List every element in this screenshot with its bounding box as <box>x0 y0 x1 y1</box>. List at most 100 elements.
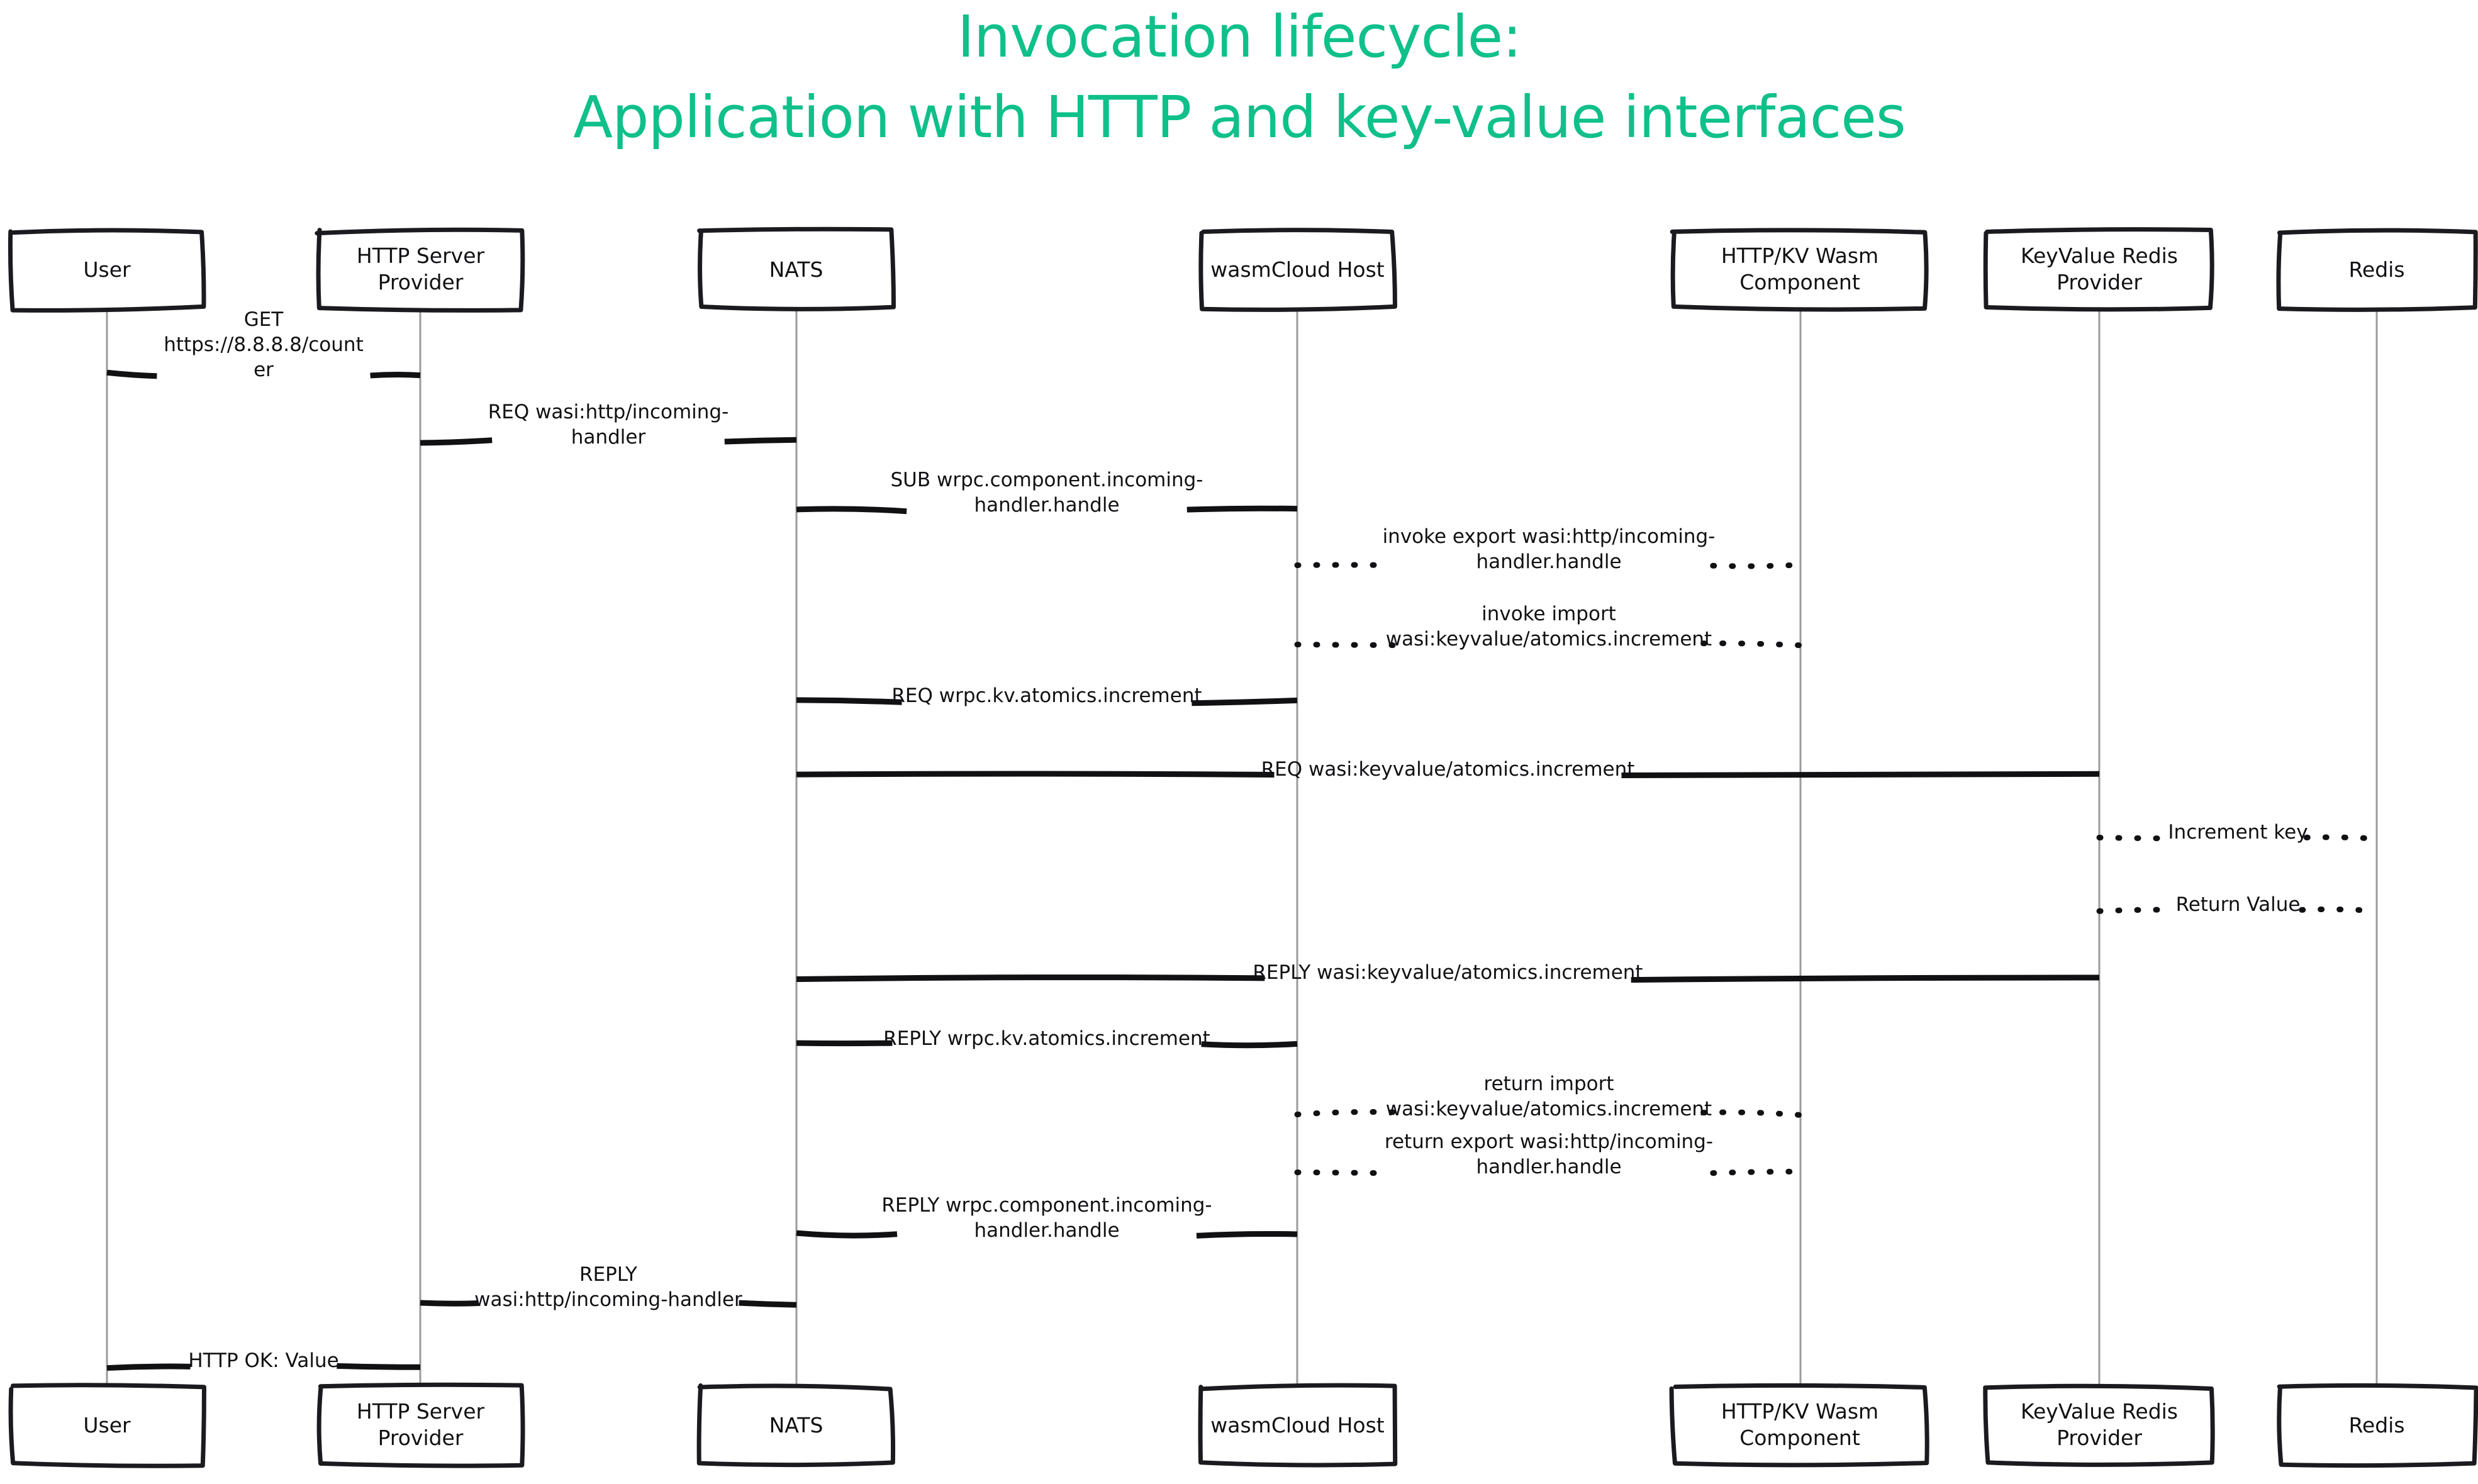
message-line-left-m14 <box>796 1230 898 1239</box>
participant-box-host-top[interactable]: wasmCloud Host <box>1198 228 1397 312</box>
message-m5: invoke import wasi:keyvalue/atomics.incre… <box>1294 603 1804 650</box>
message-line-right-m6 <box>1192 697 1298 706</box>
message-m14: REPLY wrpc.component.incoming-handler.ha… <box>796 1194 1298 1242</box>
message-label-m4-1: handler.handle <box>1476 550 1621 573</box>
message-label-m1-2: er <box>254 359 274 381</box>
message-label-m3-0: SUB wrpc.component.incoming- <box>891 469 1203 491</box>
message-line-left-m6 <box>796 697 902 705</box>
diagram-title: Invocation lifecycle: Application with H… <box>573 3 1906 151</box>
participant-box-nats-bottom[interactable]: NATS <box>696 1383 896 1468</box>
message-line-right-m4 <box>1710 562 1804 569</box>
message-m4: invoke export wasi:http/incoming-handler… <box>1294 525 1804 573</box>
message-m2: REQ wasi:http/incoming-handler <box>420 401 797 449</box>
message-line-right-m11 <box>1201 1040 1298 1049</box>
participant-box-outline-httpserver-top <box>315 227 525 313</box>
message-line-left-m1 <box>106 369 157 379</box>
message-m12: return import wasi:keyvalue/atomics.incre… <box>1294 1073 1804 1120</box>
message-line-right-m10 <box>1631 974 2100 983</box>
message-label-m5-1: wasi:keyvalue/atomics.increment <box>1386 628 1712 650</box>
participant-box-user-top[interactable]: User <box>8 228 206 313</box>
message-line-left-m10 <box>796 974 1265 983</box>
message-label-m15-1: wasi:http/incoming-handler <box>474 1288 742 1311</box>
participant-box-redis-top[interactable]: Redis <box>2276 228 2478 312</box>
message-line-right-m12 <box>1700 1109 1804 1118</box>
message-line-right-m1 <box>370 371 421 379</box>
participant-box-outline-nats-top <box>697 226 896 311</box>
message-label-m13-1: handler.handle <box>1476 1156 1621 1178</box>
participant-label-component-bottom-2: Component <box>1739 1425 1860 1450</box>
participant-box-outline-host-top <box>1198 228 1397 312</box>
message-line-right-m15 <box>739 1300 797 1308</box>
participant-box-outline-user-top <box>8 228 206 313</box>
message-line-right-m14 <box>1196 1230 1298 1239</box>
participant-label-httpserver-top-1: HTTP Server <box>357 243 485 268</box>
message-line-left-m9 <box>2096 907 2177 914</box>
message-m9: Return Value <box>2096 893 2380 916</box>
message-m6: REQ wrpc.kv.atomics.increment <box>796 684 1298 707</box>
participant-box-user-bottom[interactable]: User <box>8 1383 206 1468</box>
participant-box-outline-kvprovider-top <box>1983 227 2214 312</box>
message-line-left-m4 <box>1294 562 1388 569</box>
message-m10: REPLY wasi:keyvalue/atomics.increment <box>796 961 2100 984</box>
title-line-1: Invocation lifecycle: <box>957 3 1521 70</box>
message-line-left-m16 <box>106 1363 191 1371</box>
participant-box-outline-redis-top <box>2276 228 2478 312</box>
participant-label-component-top-1: HTTP/KV Wasm <box>1721 243 1878 268</box>
participant-label-user-bottom-1: User <box>83 1413 131 1437</box>
message-line-right-m5 <box>1700 640 1804 649</box>
message-m7: REQ wasi:keyvalue/atomics.increment <box>796 758 2100 781</box>
message-m8: Increment key <box>2096 821 2380 844</box>
message-line-right-m13 <box>1710 1168 1804 1176</box>
message-label-m1-0: GET <box>244 308 284 331</box>
message-label-m14-1: handler.handle <box>974 1219 1119 1242</box>
message-line-left-m11 <box>796 1040 893 1047</box>
participant-box-nats-top[interactable]: NATS <box>697 226 896 311</box>
participant-label-httpserver-top-2: Provider <box>378 270 464 294</box>
message-label-m12-0: return import <box>1484 1073 1614 1095</box>
participant-box-outline-host-bottom <box>1198 1383 1398 1468</box>
participant-label-kvprovider-bottom-1: KeyValue Redis <box>2021 1399 2178 1424</box>
message-label-m10-0: REPLY wasi:keyvalue/atomics.increment <box>1253 961 1643 984</box>
message-line-right-m7 <box>1621 771 2100 778</box>
participant-label-httpserver-bottom-1: HTTP Server <box>357 1399 485 1424</box>
participant-label-component-top-2: Component <box>1739 270 1860 294</box>
message-label-m14-0: REPLY wrpc.component.incoming- <box>881 1194 1212 1217</box>
message-label-m7-0: REQ wasi:keyvalue/atomics.increment <box>1261 758 1635 781</box>
message-m13: return export wasi:http/incoming-handler… <box>1294 1130 1804 1178</box>
participant-label-nats-bottom-1: NATS <box>769 1413 823 1437</box>
message-label-m16-0: HTTP OK: Value <box>188 1349 338 1372</box>
message-label-m4-0: invoke export wasi:http/incoming- <box>1383 525 1716 548</box>
message-line-right-m8 <box>2303 834 2380 842</box>
message-label-m8-0: Increment key <box>2168 821 2308 844</box>
participant-box-outline-redis-bottom <box>2277 1383 2478 1468</box>
message-label-m15-0: REPLY <box>579 1263 637 1286</box>
participant-label-host-top-1: wasmCloud Host <box>1210 257 1385 282</box>
message-line-right-m16 <box>337 1363 421 1370</box>
message-label-m1-1: https://8.8.8.8/count <box>164 333 363 356</box>
message-label-m5-0: invoke import <box>1482 603 1616 625</box>
message-label-m11-0: REPLY wrpc.kv.atomics.increment <box>883 1027 1210 1050</box>
title-line-2: Application with HTTP and key-value inte… <box>573 84 1906 151</box>
participant-box-redis-bottom[interactable]: Redis <box>2277 1383 2478 1468</box>
participant-box-host-bottom[interactable]: wasmCloud Host <box>1198 1383 1398 1468</box>
message-line-right-m2 <box>724 437 797 445</box>
message-line-left-m2 <box>420 437 493 446</box>
participant-label-nats-top-1: NATS <box>769 257 823 282</box>
participant-label-kvprovider-top-2: Provider <box>2057 270 2142 294</box>
message-line-right-m9 <box>2299 906 2380 914</box>
message-label-m12-1: wasi:keyvalue/atomics.increment <box>1386 1098 1712 1120</box>
participant-box-outline-component-top <box>1670 228 1929 312</box>
message-label-m9-0: Return Value <box>2176 893 2301 916</box>
